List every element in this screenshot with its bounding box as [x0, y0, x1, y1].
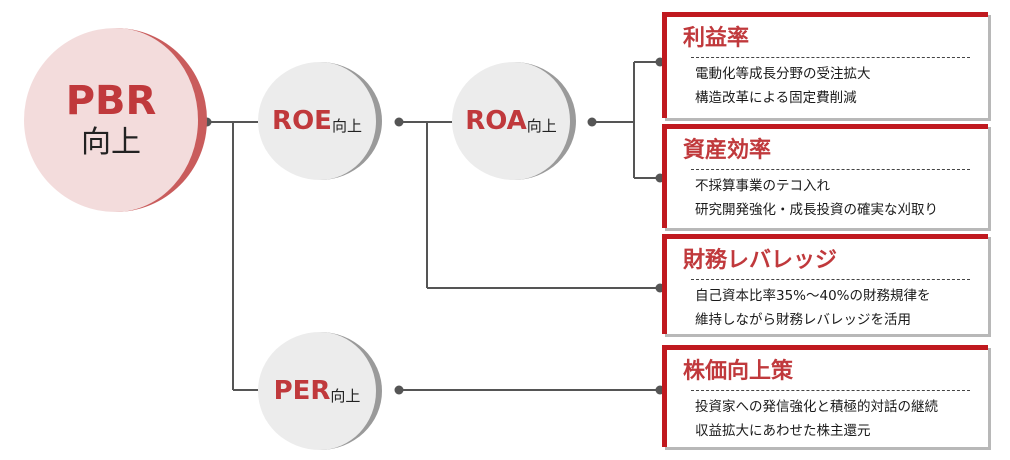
- list-item: 自己資本比率35%～40%の財務規律を: [695, 288, 931, 304]
- roa-label: ROA: [465, 106, 527, 136]
- list-item: 投資家への発信強化と積極的対話の継続: [695, 399, 938, 415]
- pbr-label: PBR: [65, 78, 157, 124]
- asset-efficiency-box: 資産効率 不採算事業のテコ入れ 研究開発強化・成長投資の確実な刈取り: [662, 124, 988, 228]
- dashed-divider: [691, 279, 970, 280]
- per-label: PER: [273, 376, 331, 406]
- dashed-divider: [691, 57, 970, 58]
- dashed-divider: [691, 169, 970, 170]
- dashed-divider: [691, 390, 970, 391]
- profit-margin-box: 利益率 電動化等成長分野の受注拡大 構造改革による固定費削減: [662, 12, 988, 118]
- financial-leverage-box: 財務レバレッジ 自己資本比率35%～40%の財務規律を 維持しながら財務レバレッ…: [662, 234, 988, 334]
- box-title: 資産効率: [683, 138, 772, 163]
- stock-price-measures-box: 株価向上策 投資家への発信強化と積極的対話の継続 収益拡大にあわせた株主還元: [662, 345, 988, 447]
- list-item: 収益拡大にあわせた株主還元: [695, 423, 871, 439]
- list-item: 構造改革による固定費削減: [695, 90, 857, 106]
- roe-sub: 向上: [331, 116, 362, 135]
- box-title: 株価向上策: [683, 359, 794, 384]
- box-title: 利益率: [683, 26, 750, 51]
- roa-sub: 向上: [526, 116, 557, 135]
- per-sub: 向上: [330, 386, 361, 405]
- pbr-circle: PBR 向上: [24, 28, 207, 212]
- box-title: 財務レバレッジ: [683, 248, 838, 273]
- roe-label: ROE: [272, 106, 332, 136]
- list-item: 不採算事業のテコ入れ: [695, 178, 830, 194]
- list-item: 電動化等成長分野の受注拡大: [695, 66, 871, 82]
- list-item: 研究開発強化・成長投資の確実な刈取り: [695, 202, 938, 218]
- pbr-sub: 向上: [81, 125, 141, 160]
- list-item: 維持しながら財務レバレッジを活用: [695, 312, 911, 328]
